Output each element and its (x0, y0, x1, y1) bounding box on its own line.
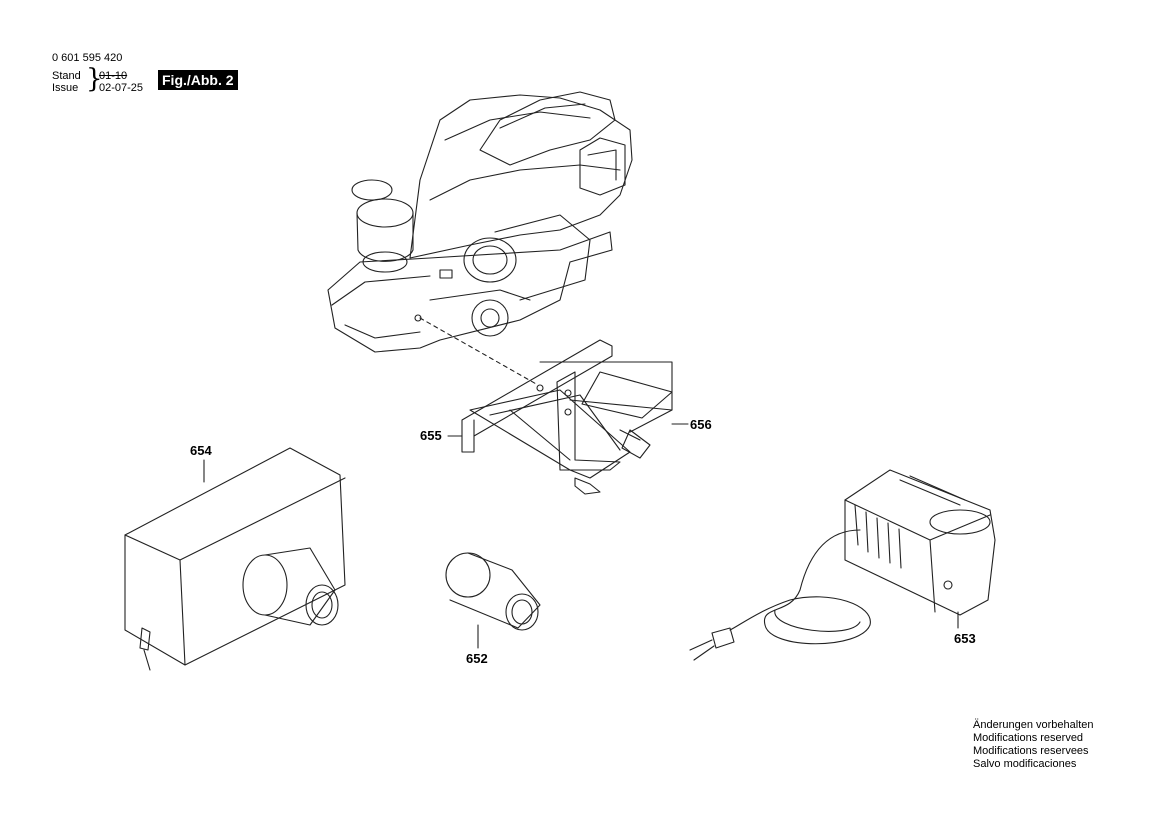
note-es: Salvo modificaciones (973, 758, 1077, 770)
stand-value: 01-10 (99, 70, 128, 82)
callout-652: 652 (466, 651, 488, 666)
callout-653: 653 (954, 631, 976, 646)
issue-label: Issue (52, 82, 79, 94)
battery-charger-drawing (689, 469, 996, 661)
callout-655: 655 (420, 428, 442, 443)
figure-label: Fig./Abb. 2 (158, 70, 238, 90)
parallel-guide-drawing (447, 339, 689, 495)
note-de: Änderungen vorbehalten (973, 719, 1094, 731)
issue-value: 02-07-25 (99, 82, 144, 94)
callout-656: 656 (690, 417, 712, 432)
modification-notice: Änderungen vorbehalten Modifications res… (973, 719, 1093, 771)
dust-bag-drawing (124, 447, 346, 671)
planer-tool-drawing (327, 91, 633, 353)
brace-icon: } (86, 64, 103, 94)
note-fr: Modifications reservees (973, 745, 1089, 757)
note-en: Modifications reserved (973, 732, 1084, 744)
callout-654: 654 (190, 443, 212, 458)
extraction-adapter-drawing (445, 552, 541, 649)
part-number: 0 601 595 420 (52, 52, 123, 64)
stand-label: Stand (52, 70, 81, 82)
